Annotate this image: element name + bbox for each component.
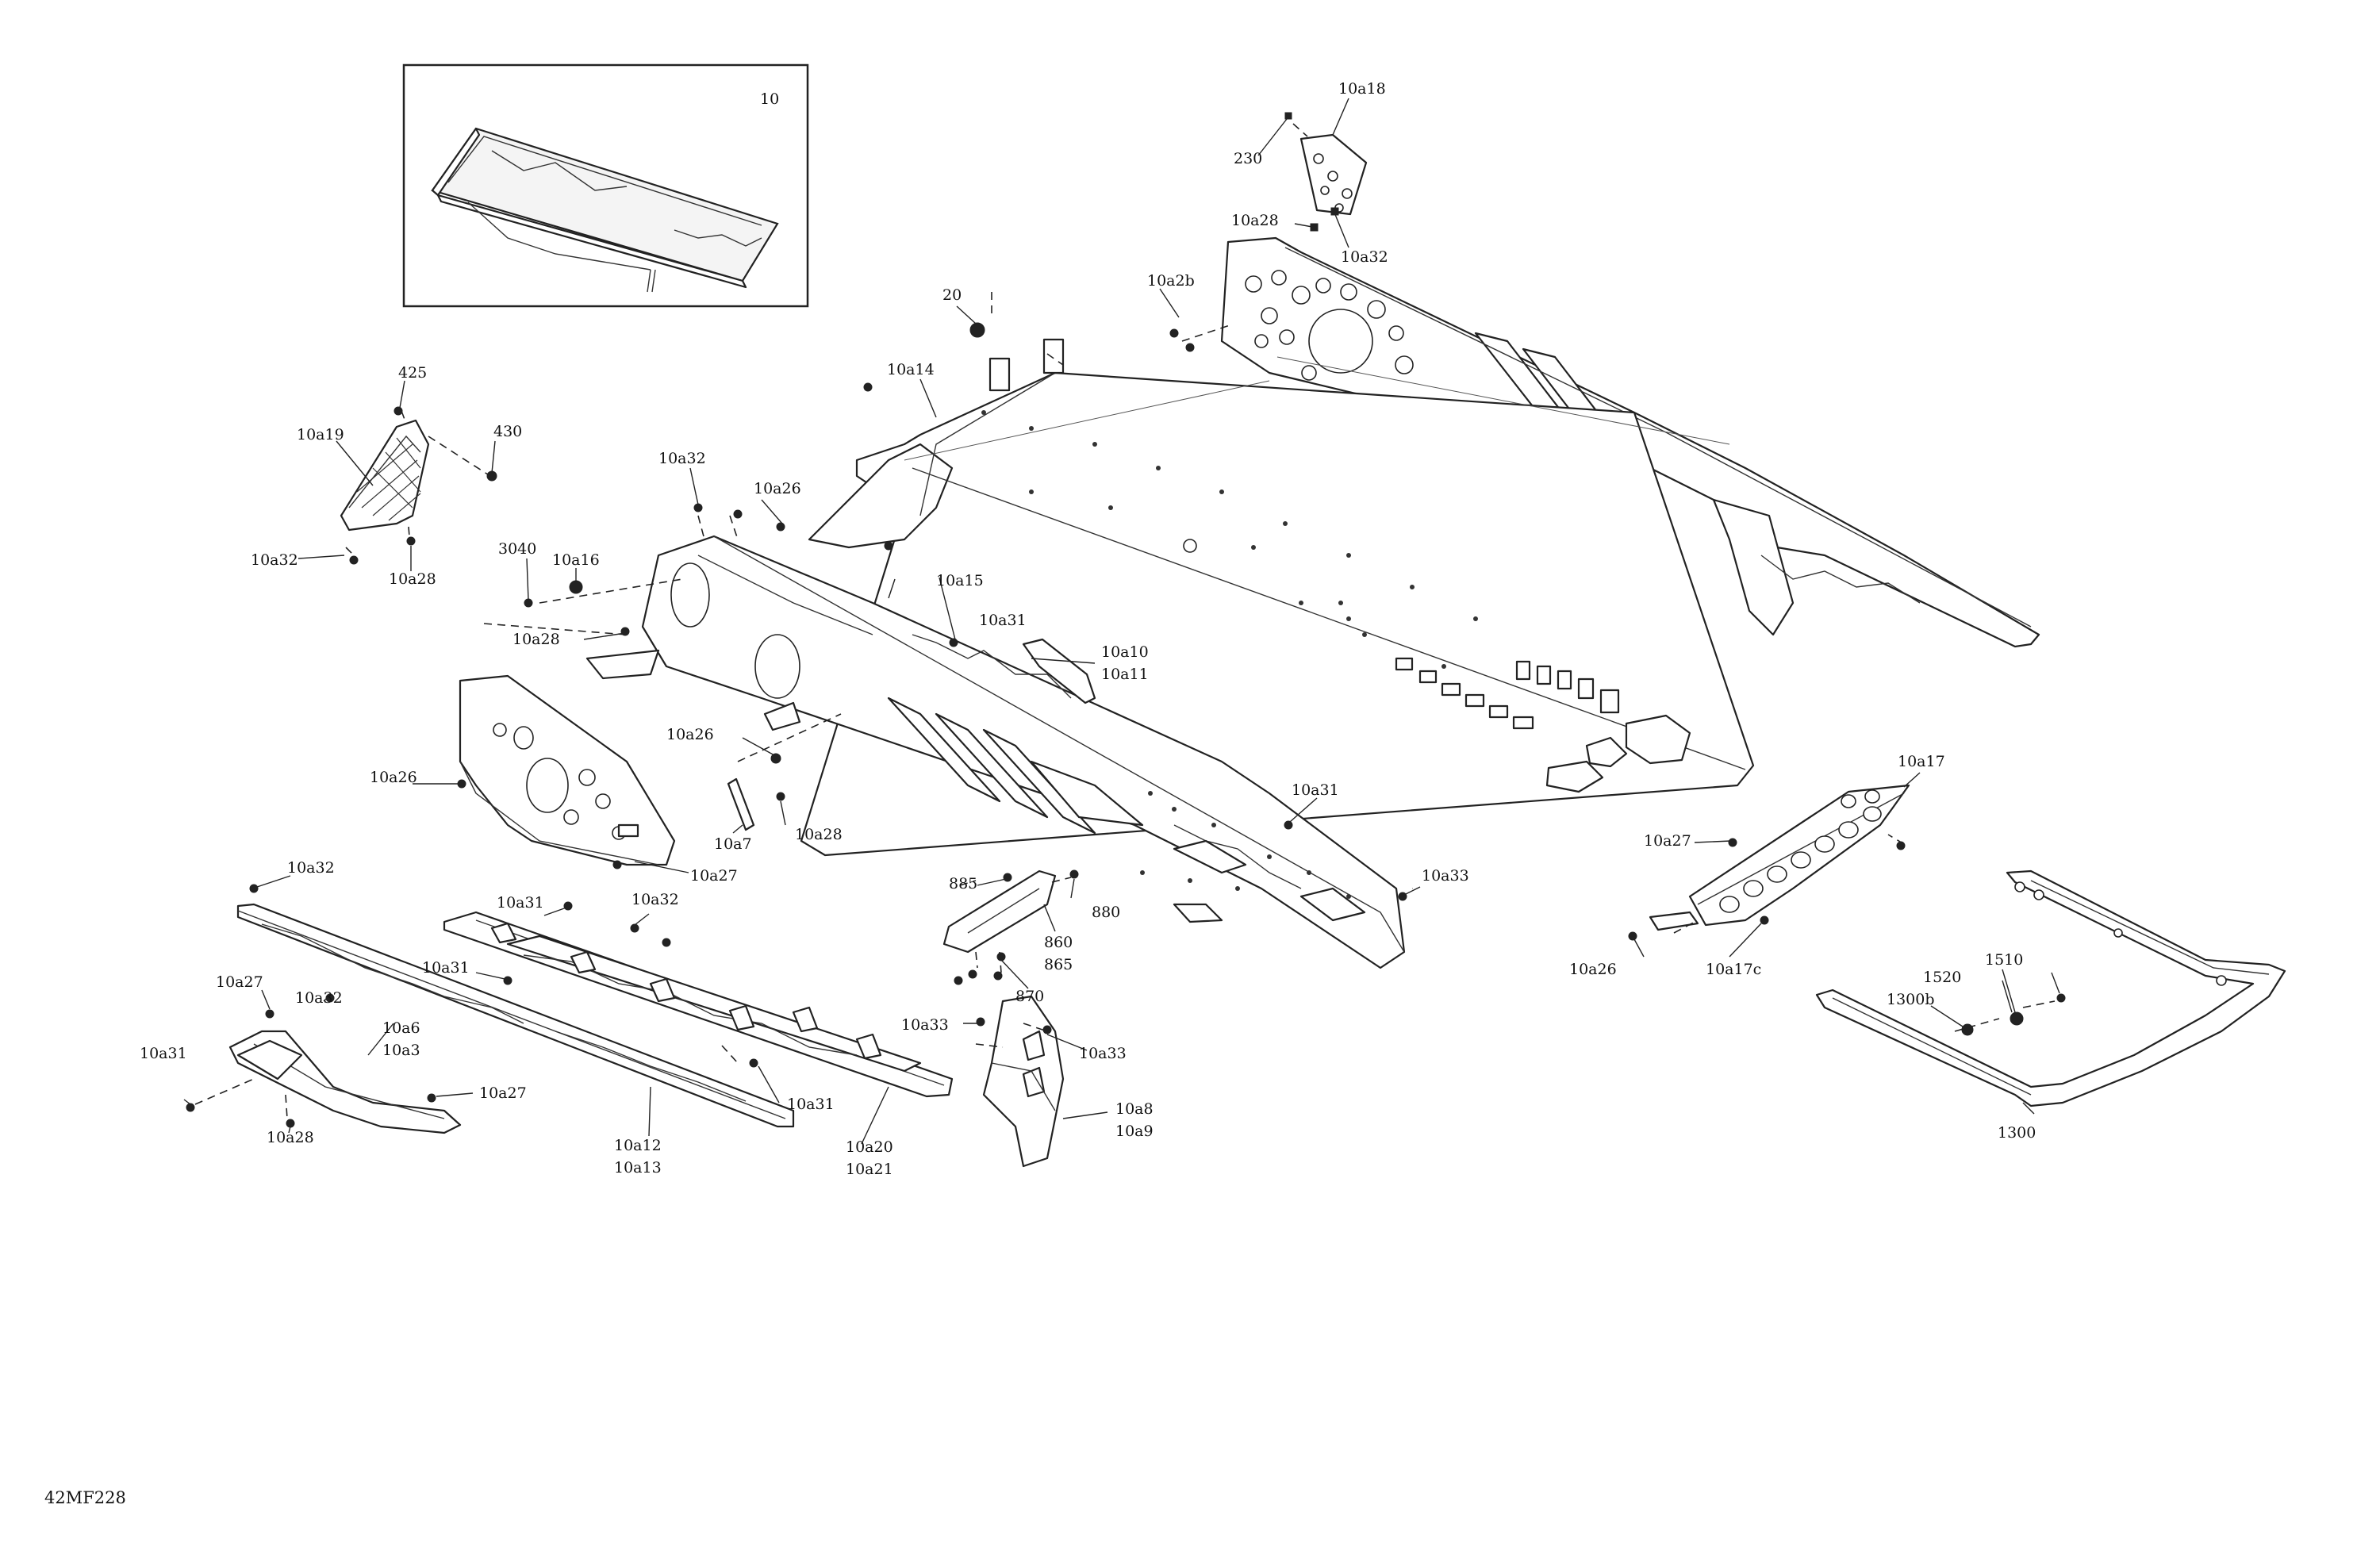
callout-10a27: 10a27 [690, 867, 738, 885]
callout-10a11: 10a11 [1101, 666, 1149, 683]
callout-10a27: 10a27 [479, 1084, 527, 1102]
callout-labels: 10a18 230 10a28 10a32 10a2b 20 10a14 425… [140, 80, 2036, 1178]
callout-10a33: 10a33 [1422, 867, 1469, 885]
callout-10a13: 10a13 [614, 1159, 662, 1176]
callout-3040: 3040 [498, 540, 536, 558]
callout-230: 230 [1234, 150, 1262, 167]
callout-10a26: 10a26 [370, 769, 417, 786]
callout-10a18: 10a18 [1338, 80, 1386, 98]
callout-10a26: 10a26 [754, 480, 801, 497]
callout-880: 880 [1092, 904, 1120, 921]
callout-1510: 1510 [1985, 951, 2023, 969]
left-side-rail [585, 535, 1406, 969]
callout-10a31: 10a31 [422, 959, 470, 977]
callout-10a17c: 10a17c [1706, 961, 1761, 978]
callout-10a16: 10a16 [552, 551, 600, 569]
callout-10a33: 10a33 [1079, 1045, 1127, 1062]
callout-10a28: 10a28 [389, 570, 436, 588]
callout-1520: 1520 [1923, 969, 1961, 986]
bracket-10a7 [727, 777, 755, 831]
callout-10a17: 10a17 [1898, 753, 1945, 770]
rear-bumper-1300 [1815, 869, 2286, 1107]
bracket-860 [942, 869, 1057, 954]
callout-1300b: 1300b [1887, 991, 1935, 1008]
callout-10a21: 10a21 [846, 1161, 893, 1178]
lower-runner-10a12 [236, 903, 795, 1128]
callout-10a32: 10a32 [1341, 248, 1388, 266]
callout-10a32: 10a32 [287, 859, 335, 877]
figure-code: 42MF228 [44, 1488, 126, 1507]
leader-lines [183, 98, 2060, 1145]
callout-865: 865 [1044, 956, 1073, 973]
callout-10a2b: 10a2b [1147, 272, 1195, 290]
mid-support-10a10 [1022, 638, 1096, 704]
callout-10a28: 10a28 [795, 826, 843, 843]
callout-10a33: 10a33 [901, 1016, 949, 1034]
fasteners [186, 328, 2066, 1128]
callout-10a19: 10a19 [297, 426, 344, 443]
callout-425: 425 [398, 364, 427, 382]
callout-10a28: 10a28 [512, 631, 560, 648]
callout-10a32: 10a32 [631, 891, 679, 908]
callout-10a28: 10a28 [267, 1129, 314, 1146]
callout-1300: 1300 [1998, 1124, 2036, 1142]
callout-870: 870 [1015, 988, 1044, 1005]
bracket-10a19 [340, 419, 430, 532]
callout-10a31: 10a31 [140, 1045, 187, 1062]
callout-860: 860 [1044, 934, 1073, 951]
callout-10a31: 10a31 [979, 612, 1027, 629]
inset-label: 10 [760, 90, 779, 108]
callout-10a27: 10a27 [1644, 832, 1691, 850]
callout-10a32: 10a32 [251, 551, 298, 569]
front-plate [459, 674, 676, 866]
rear-plate-10a17 [1649, 784, 1910, 931]
bracket-10a18 [1284, 112, 1368, 232]
callout-10a32: 10a32 [658, 450, 706, 467]
inset-assembly-view: 10 [402, 63, 809, 308]
callout-10a8: 10a8 [1115, 1100, 1154, 1118]
rear-end-10a8 [982, 995, 1065, 1168]
callout-10a31: 10a31 [787, 1096, 835, 1113]
callout-430: 430 [493, 423, 522, 440]
callout-10a6: 10a6 [382, 1019, 420, 1037]
callout-10a26: 10a26 [1569, 961, 1617, 978]
callout-10a31: 10a31 [497, 894, 544, 912]
callout-10a15: 10a15 [936, 572, 984, 589]
callout-10a20: 10a20 [846, 1138, 893, 1156]
callout-10a32: 10a32 [295, 989, 343, 1007]
rail-assembly-10a20 [443, 911, 954, 1098]
callout-10a9: 10a9 [1115, 1123, 1154, 1140]
callout-10a31: 10a31 [1292, 781, 1339, 799]
callout-20: 20 [942, 286, 962, 304]
callout-885: 885 [949, 875, 977, 892]
callout-10a26: 10a26 [666, 726, 714, 743]
callout-10a28: 10a28 [1231, 212, 1279, 229]
callout-10a12: 10a12 [614, 1137, 662, 1154]
front-bracket-10a6 [228, 1030, 462, 1134]
callout-10a3: 10a3 [382, 1042, 420, 1059]
assembly-lines [194, 123, 2056, 1119]
callout-10a7: 10a7 [714, 835, 752, 853]
callout-10a27: 10a27 [216, 973, 263, 991]
callout-10a10: 10a10 [1101, 643, 1149, 661]
callout-10a14: 10a14 [887, 361, 935, 378]
